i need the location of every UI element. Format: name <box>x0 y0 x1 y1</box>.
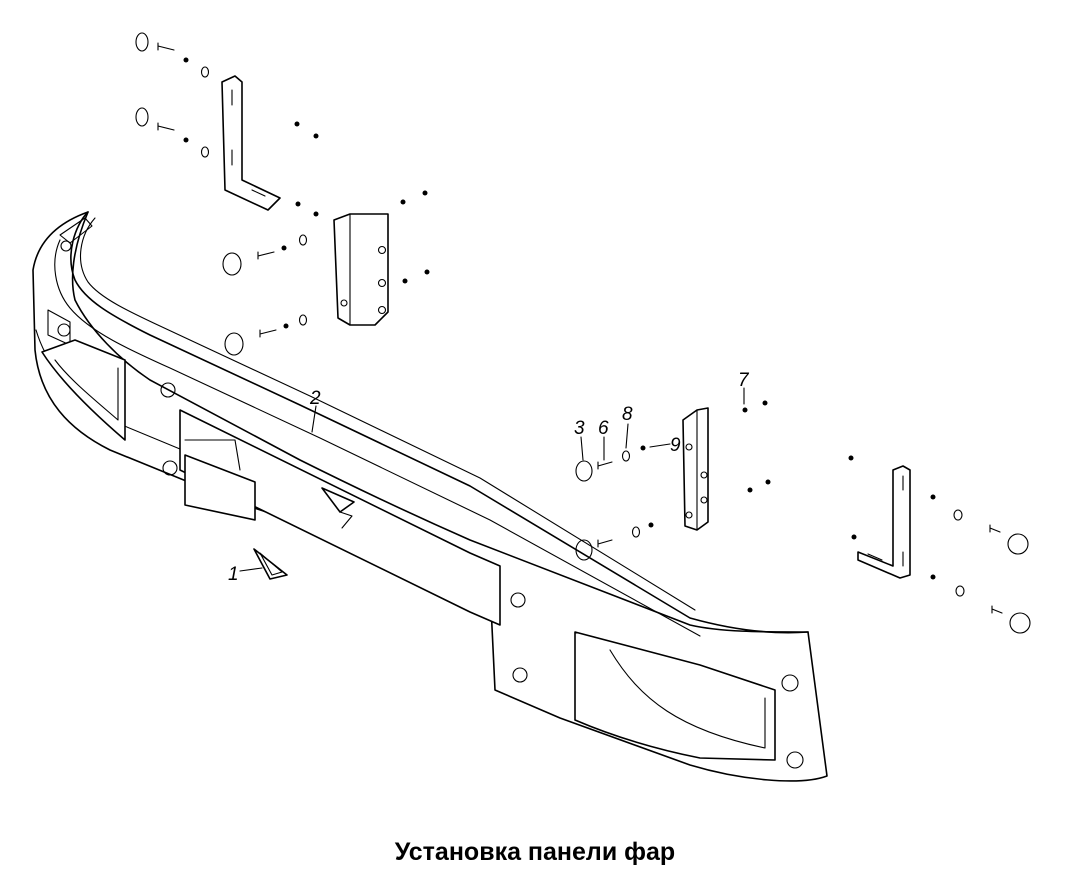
nut-channel-2 <box>422 190 428 196</box>
screw-top-2 <box>157 122 175 131</box>
channel-bracket-hole-2 <box>377 278 387 288</box>
right-channel-hole-4 <box>685 511 693 519</box>
plug-far-1 <box>1007 533 1029 555</box>
right-lamp-opening <box>574 631 776 761</box>
left-l-bracket-slot-3 <box>251 189 266 197</box>
plug-left-upper <box>222 252 242 276</box>
part-1-triangle-inner <box>259 552 283 576</box>
washer-top-1b <box>200 66 210 78</box>
washer-top-2b <box>200 146 210 158</box>
nut-far-1 <box>848 455 854 461</box>
panel-top-edge <box>70 211 809 634</box>
right-bolt-lower <box>786 751 804 769</box>
nut-7b <box>762 400 768 406</box>
washer-left-upper <box>298 234 308 246</box>
right-channel-hole-2 <box>700 471 708 479</box>
washer-right-upper <box>621 450 631 462</box>
headlamp-panel <box>32 211 828 782</box>
plug-far-2 <box>1009 612 1031 634</box>
mount-hole-left-lower <box>162 460 178 476</box>
panel-side-bolt <box>57 323 71 337</box>
washer-far-2 <box>955 585 965 597</box>
screw-far-1 <box>989 524 1001 533</box>
nut-far-2 <box>851 534 857 540</box>
panel-upper-bolt <box>60 240 72 252</box>
washer-far-1 <box>953 509 963 521</box>
far-right-l-bracket-slot-3 <box>867 553 883 561</box>
leader-9 <box>649 443 671 448</box>
nut-bracket-4 <box>313 211 319 217</box>
right-channel-hole-3 <box>700 496 708 504</box>
panel-top-rim-1 <box>80 217 696 611</box>
callout-7: 7 <box>738 370 750 391</box>
leader-8 <box>625 423 629 449</box>
leader-1 <box>239 567 263 572</box>
right-bracket-assembly <box>575 400 1031 634</box>
leader-3 <box>580 436 584 461</box>
nut-left-upper <box>281 245 287 251</box>
nut-far-4 <box>930 574 936 580</box>
nut-left-lower <box>283 323 289 329</box>
center-slot <box>179 409 501 626</box>
right-bolt-upper <box>781 674 799 692</box>
nut-bracket-2 <box>313 133 319 139</box>
part-1-triangle-emblem <box>253 548 288 580</box>
center-emblem-tab <box>321 487 355 513</box>
panel-return-flange <box>59 217 93 244</box>
screw-left-upper <box>257 251 275 260</box>
nut-right-lower <box>648 522 654 528</box>
right-channel-bracket <box>682 407 709 531</box>
center-emblem-tab-lower <box>339 511 353 529</box>
plug-left-lower <box>224 332 244 356</box>
nut-channel-3 <box>402 278 408 284</box>
far-right-l-bracket <box>857 465 911 579</box>
left-lamp-inner <box>54 359 119 421</box>
nut-7a <box>742 407 748 413</box>
right-channel-hole-1 <box>685 443 693 451</box>
screw-far-2 <box>991 605 1003 614</box>
center-slot-shade <box>184 439 241 471</box>
nut-7d <box>765 479 771 485</box>
nut-top-1 <box>183 57 189 63</box>
nut-bracket-3 <box>295 201 301 207</box>
figure-caption: Установка панели фар <box>394 838 676 866</box>
plug-right-lower <box>575 539 593 561</box>
channel-bracket-hole-4 <box>340 299 348 307</box>
callout-9: 9 <box>670 435 681 456</box>
washer-right-lower <box>631 526 641 538</box>
mount-hole-right <box>510 592 526 608</box>
nut-right-upper <box>640 445 646 451</box>
mount-hole-right-lower <box>512 667 528 683</box>
nut-7c <box>747 487 753 493</box>
callout-3: 3 <box>574 418 585 439</box>
plug-right-upper <box>575 460 593 482</box>
washer-top-2 <box>135 107 149 127</box>
channel-bracket-hole-1 <box>377 245 387 255</box>
left-bracket-assembly <box>135 32 430 356</box>
callout-1: 1 <box>228 564 239 585</box>
screw-right-upper <box>597 461 613 470</box>
panel-top-rim-2 <box>54 239 701 637</box>
callout-6: 6 <box>598 418 609 439</box>
left-l-bracket <box>221 75 281 211</box>
washer-top-1 <box>135 32 149 52</box>
nut-top-2 <box>183 137 189 143</box>
channel-bracket-hole-3 <box>377 305 387 315</box>
nut-bracket-1 <box>294 121 300 127</box>
right-lamp-inner <box>609 649 766 749</box>
screw-top-1 <box>157 42 175 51</box>
nut-channel-4 <box>424 269 430 275</box>
mount-hole-left <box>160 382 176 398</box>
center-lower-recess <box>184 454 256 521</box>
left-channel-bracket <box>333 213 389 326</box>
nut-far-3 <box>930 494 936 500</box>
callout-8: 8 <box>622 404 633 425</box>
callout-2: 2 <box>309 388 321 409</box>
leader-2 <box>311 405 317 433</box>
washer-left-lower <box>298 314 308 326</box>
screw-left-lower <box>259 329 277 338</box>
nut-channel-1 <box>400 199 406 205</box>
screw-right-lower <box>597 539 613 548</box>
